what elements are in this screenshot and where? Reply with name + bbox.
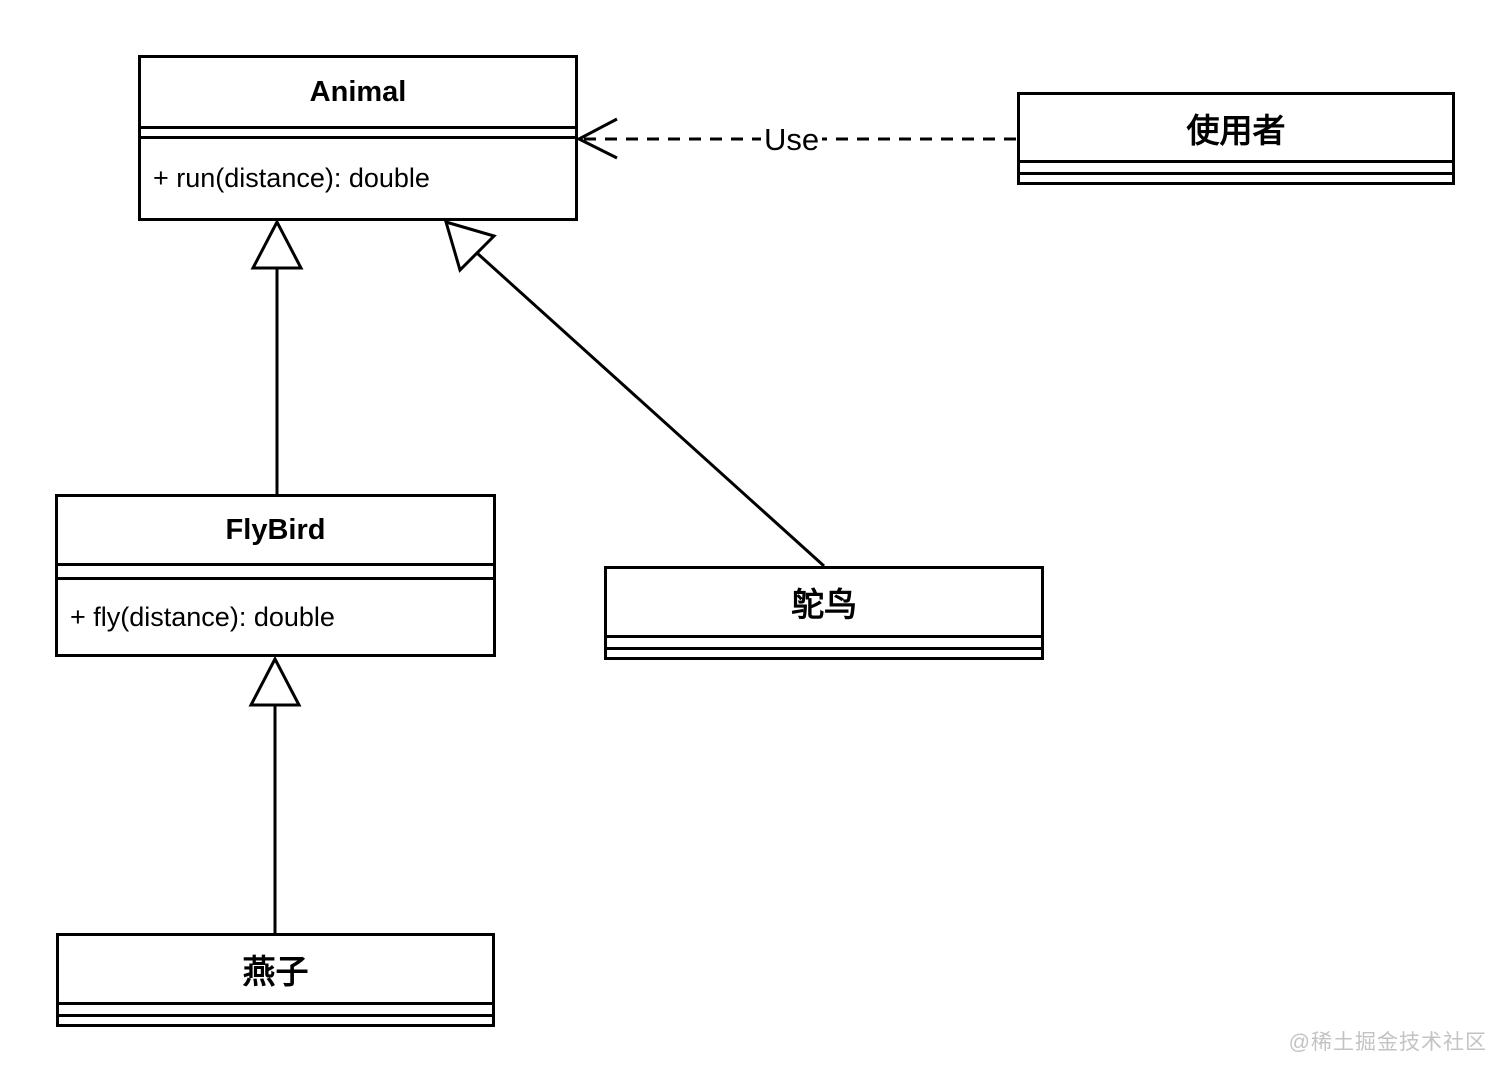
open-arrowhead: [575, 117, 618, 160]
class-box-ostrich: 鸵鸟: [604, 566, 1044, 660]
method-fly: + fly(distance): double: [70, 601, 335, 632]
attributes-compartment-empty: [141, 129, 575, 139]
inheritance-arrow-swallow-to-flybird: [248, 655, 302, 933]
dependency-label-use: Use: [761, 121, 823, 158]
inheritance-arrow-flybird-to-animal: [250, 218, 304, 494]
class-title-ostrich: 鸵鸟: [607, 569, 1041, 638]
hollow-triangle-arrowhead: [250, 218, 304, 270]
inheritance-arrow-ostrich-to-animal: [443, 219, 826, 568]
class-title-user: 使用者: [1020, 95, 1452, 163]
class-title-swallow: 燕子: [59, 936, 492, 1005]
class-box-swallow: 燕子: [56, 933, 495, 1027]
methods-compartment-empty: [1020, 175, 1452, 182]
class-title-animal: Animal: [141, 58, 575, 129]
method-run: + run(distance): double: [153, 163, 430, 193]
attributes-compartment-empty: [58, 566, 493, 580]
hollow-triangle-arrowhead: [248, 655, 302, 707]
attributes-compartment-empty: [1020, 163, 1452, 175]
watermark-text: @稀土掘金技术社区: [1288, 1031, 1487, 1054]
attributes-compartment-empty: [59, 1005, 492, 1017]
class-box-user: 使用者: [1017, 92, 1455, 185]
class-box-flybird: FlyBird + fly(distance): double: [55, 494, 496, 657]
class-box-animal: Animal + run(distance): double: [138, 55, 578, 221]
hollow-triangle-arrowhead: [443, 219, 497, 273]
class-title-flybird: FlyBird: [58, 497, 493, 566]
methods-compartment-empty: [607, 650, 1041, 657]
methods-compartment-empty: [59, 1017, 492, 1024]
attributes-compartment-empty: [607, 638, 1041, 650]
